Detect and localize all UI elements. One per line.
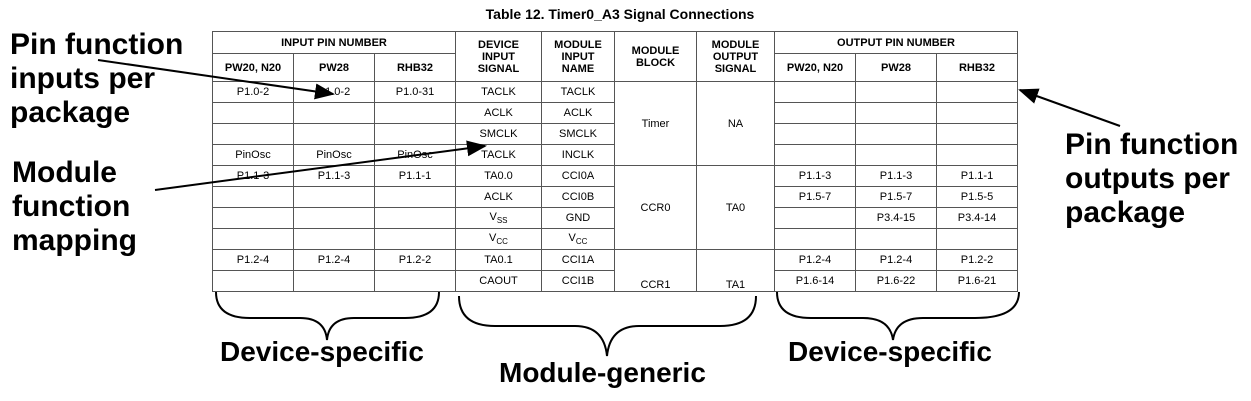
table-row: ACLK ACLK (212, 102, 1018, 124)
cell-module-output-ccr0: TA0 (696, 165, 775, 250)
module-generic-label: Module-generic (499, 357, 706, 388)
cell-module-output-timer: NA (696, 81, 775, 166)
module-block-header-text: MODULE BLOCK (631, 44, 680, 69)
cell-module-block-timer: Timer (614, 81, 697, 166)
output-pkg-pw20-header: PW20, N20 (774, 53, 856, 82)
cell-out-pw28: P1.6-22 (855, 270, 937, 292)
cell-out-pw28: P3.4-15 (855, 207, 937, 229)
cell-module-block-ccr1: CCR1 (614, 249, 697, 292)
cell-out-rhb32: P1.6-21 (936, 270, 1018, 292)
cell-in-pw28: PinOsc (293, 144, 375, 166)
table-row: ACLK CCI0B P1.5-7 P1.5-7 P1.5-5 (212, 186, 1018, 208)
pin-outputs-line3: package (1065, 196, 1186, 229)
cell-module-input-name: CCI1B (541, 270, 615, 292)
cell-module-input-name: CCI1A (541, 249, 615, 271)
module-output-signal-header-text: MODULE OUTPUT SIGNAL (711, 38, 760, 75)
output-pkg-rhb32-header: RHB32 (936, 53, 1018, 82)
device-specific-left-label: Device-specific (220, 336, 424, 367)
device-input-signal-header: DEVICE INPUT SIGNAL (455, 31, 542, 82)
pin-outputs-arrow (1018, 88, 1121, 127)
cell-module-block-ccr0: CCR0 (614, 165, 697, 250)
pin-inputs-label: Pin function inputs per package (10, 28, 183, 130)
middle-brace (458, 295, 757, 357)
module-mapping-line2: function (12, 190, 131, 223)
right-brace (776, 291, 1020, 341)
pin-inputs-line2: inputs per (10, 62, 156, 95)
table-row: VSS GND P3.4-15 P3.4-14 (212, 207, 1018, 229)
pin-outputs-line1: Pin function (1065, 128, 1239, 161)
cell-out-rhb32: P3.4-14 (936, 207, 1018, 229)
module-mapping-arrow (154, 140, 487, 191)
table-row: SMCLK SMCLK (212, 123, 1018, 145)
pin-outputs-label: Pin function outputs per package (1065, 128, 1238, 230)
pin-outputs-line2: outputs per (1065, 162, 1230, 195)
pin-inputs-line3: package (10, 96, 131, 129)
cell-out-pw28: P1.1-3 (855, 165, 937, 187)
module-block-header: MODULE BLOCK (614, 31, 697, 82)
cell-module-output-ccr1: TA1 (696, 249, 775, 292)
cell-device-input-signal: SMCLK (455, 123, 542, 145)
cell-in-rhb32: P1.1-1 (374, 165, 456, 187)
module-input-name-header-text: MODULE INPUT NAME (554, 38, 602, 75)
cell-module-input-name: INCLK (541, 144, 615, 166)
device-input-signal-header-text: DEVICE INPUT SIGNAL (477, 38, 520, 75)
pin-inputs-line1: Pin function (10, 28, 184, 61)
cell-device-input-signal: CAOUT (455, 270, 542, 292)
cell-out-pw20: P1.6-14 (774, 270, 856, 292)
table-row: P1.1-3 P1.1-3 P1.1-1 TA0.0 CCI0A CCR0 TA… (212, 165, 1018, 250)
table-row: CAOUT CCI1B P1.6-14 P1.6-22 P1.6-21 (212, 270, 1018, 292)
pin-inputs-arrow (97, 59, 335, 100)
module-mapping-line3: mapping (12, 224, 137, 257)
cell-module-input-name: CCI0A (541, 165, 615, 187)
table-cutoff-mask (205, 294, 1025, 306)
module-mapping-line1: Module (12, 156, 117, 189)
table-title: Table 12. Timer0_A3 Signal Connections (485, 6, 755, 22)
device-specific-right-label: Device-specific (788, 336, 992, 367)
module-mapping-label: Module function mapping (12, 156, 137, 258)
table-row: VCC VCC (212, 228, 1018, 250)
cell-out-pw28: P1.5-7 (855, 186, 937, 208)
cell-module-input-name: ACLK (541, 102, 615, 124)
output-pkg-pw28-header: PW28 (855, 53, 937, 82)
left-brace (215, 291, 440, 341)
